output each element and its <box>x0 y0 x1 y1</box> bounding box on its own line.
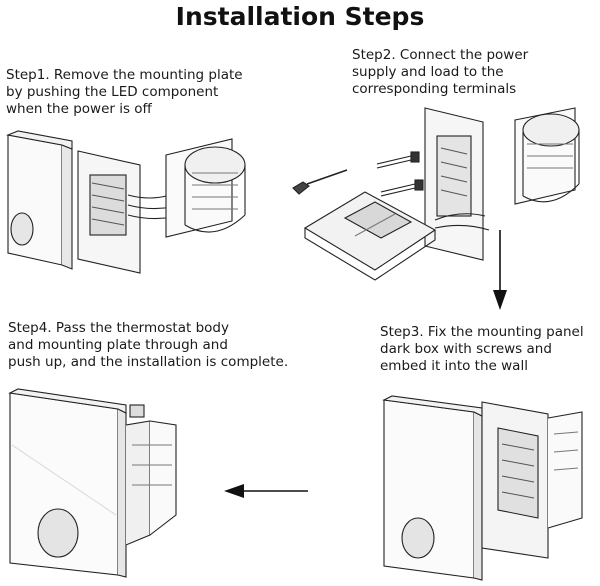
step3-line1: Step3. Fix the mounting panel <box>380 324 584 340</box>
knob-icon <box>401 517 435 559</box>
arrow-down-icon <box>493 230 507 310</box>
arrow-left-icon <box>224 484 308 498</box>
page-title: Installation Steps <box>175 2 425 31</box>
step2-line2: supply and load to the <box>352 64 504 80</box>
step3-line2: dark box with screws and <box>380 341 552 357</box>
step4-text: Step4. Pass the thermostat body and moun… <box>8 320 288 371</box>
step2-text: Step2. Connect the power supply and load… <box>352 47 528 98</box>
screwdriver-icon <box>292 181 310 195</box>
step2-illustration <box>292 107 580 281</box>
knob-icon <box>37 508 79 558</box>
thermostat-body <box>7 134 63 266</box>
step2-line1: Step2. Connect the power <box>352 47 529 63</box>
step3-text: Step3. Fix the mounting panel dark box w… <box>380 324 584 375</box>
step1-text: Step1. Remove the mounting plate by push… <box>6 67 243 118</box>
step4-illustration <box>8 388 177 578</box>
step3-line3: embed it into the wall <box>380 358 528 374</box>
step4-line1: Step4. Pass the thermostat body <box>8 320 229 336</box>
step1-line1: Step1. Remove the mounting plate <box>6 67 243 83</box>
step2-line3: corresponding terminals <box>352 81 517 97</box>
knob-icon <box>10 212 34 246</box>
step4-line3: push up, and the installation is complet… <box>8 354 289 370</box>
step1-line3: when the power is off <box>6 101 152 117</box>
step4-line2: and mounting plate through and <box>8 337 228 353</box>
screw-icon <box>376 155 412 169</box>
step1-line2: by pushing the LED component <box>6 84 219 100</box>
step3-illustration <box>382 395 583 581</box>
step1-illustration <box>6 130 246 274</box>
